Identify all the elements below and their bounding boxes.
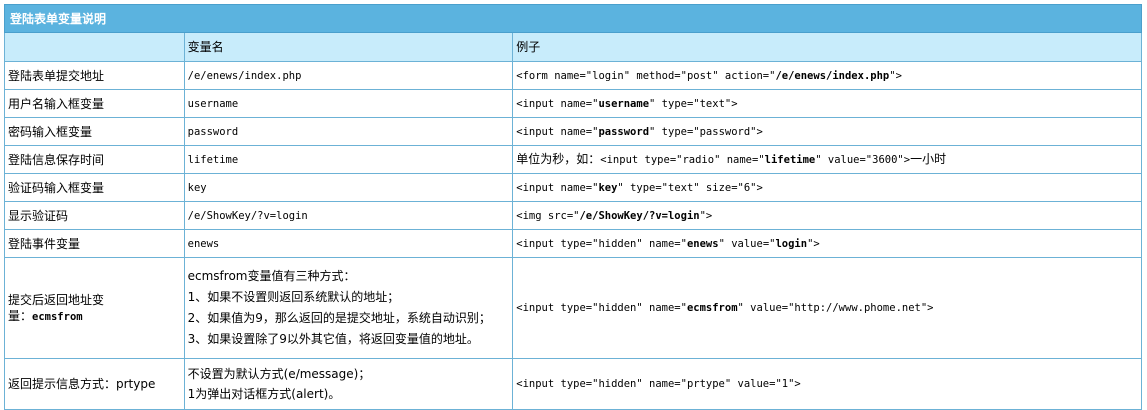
row-label: 密码输入框变量 xyxy=(4,117,185,146)
row-example: <img src="/e/ShowKey/?v=login"> xyxy=(512,201,1142,230)
row-variable: lifetime xyxy=(183,145,514,174)
row-label: 验证码输入框变量 xyxy=(4,173,185,202)
row-variable: key xyxy=(183,173,514,202)
row-variable-description: ecmsfrom变量值有三种方式： 1、如果不设置则返回系统默认的地址； 2、如… xyxy=(183,257,514,359)
description-line: 不设置为默认方式(e/message)； xyxy=(187,367,371,381)
table-row: 验证码输入框变量 key <input name="key" type="tex… xyxy=(4,173,1142,202)
row-example: <input type="hidden" name="ecmsfrom" val… xyxy=(512,257,1142,359)
row-label: 用户名输入框变量 xyxy=(4,89,185,118)
table-row: 返回提示信息方式：prtype 不设置为默认方式(e/message)； 1为弹… xyxy=(4,358,1142,410)
table-title-row: 登陆表单变量说明 xyxy=(4,4,1142,33)
description-line: ecmsfrom变量值有三种方式： xyxy=(187,269,356,283)
row-label: 登陆事件变量 xyxy=(4,229,185,258)
row-variable: password xyxy=(183,117,514,146)
login-form-variables-table: 登陆表单变量说明 变量名 例子 登陆表单提交地址 /e/enews/index.… xyxy=(4,4,1142,410)
row-example: <input name="username" type="text"> xyxy=(512,89,1142,118)
table-row: 显示验证码 /e/ShowKey/?v=login <img src="/e/S… xyxy=(4,201,1142,230)
row-label: 登陆表单提交地址 xyxy=(4,61,185,90)
table-row: 登陆信息保存时间 lifetime 单位为秒，如：<input type="ra… xyxy=(4,145,1142,174)
description-line: 3、如果设置除了9以外其它值，将返回变量值的地址。 xyxy=(187,332,479,346)
row-label: 显示验证码 xyxy=(4,201,185,230)
table-row: 登陆事件变量 enews <input type="hidden" name="… xyxy=(4,229,1142,258)
row-label: 返回提示信息方式：prtype xyxy=(4,358,185,410)
table-title: 登陆表单变量说明 xyxy=(4,4,1142,33)
row-variable: /e/ShowKey/?v=login xyxy=(183,201,514,230)
table-row: 密码输入框变量 password <input name="password" … xyxy=(4,117,1142,146)
variable-table-container: 登陆表单变量说明 变量名 例子 登陆表单提交地址 /e/enews/index.… xyxy=(4,4,1142,410)
description-line: 1、如果不设置则返回系统默认的地址； xyxy=(187,290,400,304)
row-variable-description: 不设置为默认方式(e/message)； 1为弹出对话框方式(alert)。 xyxy=(183,358,514,410)
row-variable: enews xyxy=(183,229,514,258)
row-example: <input name="password" type="password"> xyxy=(512,117,1142,146)
row-example: <input type="hidden" name="enews" value=… xyxy=(512,229,1142,258)
description-line: 1为弹出对话框方式(alert)。 xyxy=(187,387,341,401)
table-row: 登陆表单提交地址 /e/enews/index.php <form name="… xyxy=(4,61,1142,90)
row-label: 提交后返回地址变量：ecmsfrom xyxy=(4,257,185,359)
header-variable-name: 变量名 xyxy=(183,32,514,62)
row-variable: username xyxy=(183,89,514,118)
header-label xyxy=(4,32,185,62)
row-example: <input name="key" type="text" size="6"> xyxy=(512,173,1142,202)
table-row: 用户名输入框变量 username <input name="username"… xyxy=(4,89,1142,118)
row-label: 登陆信息保存时间 xyxy=(4,145,185,174)
table-header-row: 变量名 例子 xyxy=(4,32,1142,62)
table-row: 提交后返回地址变量：ecmsfrom ecmsfrom变量值有三种方式： 1、如… xyxy=(4,257,1142,359)
header-example: 例子 xyxy=(512,32,1142,62)
row-example: <input type="hidden" name="prtype" value… xyxy=(512,358,1142,410)
row-example: 单位为秒，如：<input type="radio" name="lifetim… xyxy=(512,145,1142,174)
row-variable: /e/enews/index.php xyxy=(183,61,514,90)
description-line: 2、如果值为9，那么返回的是提交地址，系统自动识别； xyxy=(187,311,491,325)
row-example: <form name="login" method="post" action=… xyxy=(512,61,1142,90)
